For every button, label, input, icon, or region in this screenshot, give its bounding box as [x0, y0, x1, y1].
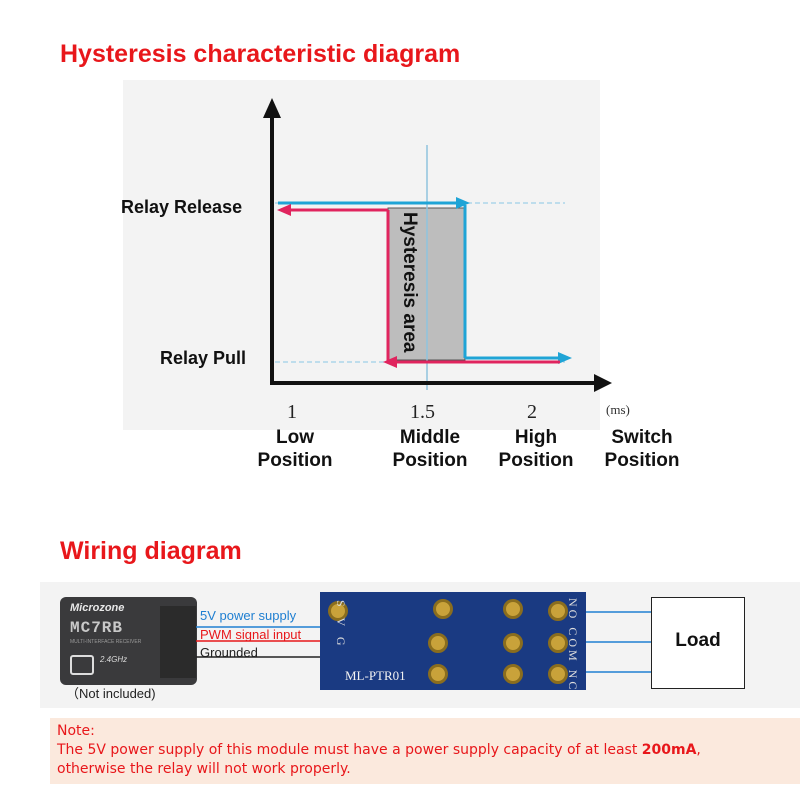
module-pad: [503, 633, 523, 653]
tick-label-1-5: 1.5: [410, 401, 435, 423]
module-pad: [548, 633, 568, 653]
receiver-model: MC7RB: [70, 619, 124, 637]
wire-label-5v: 5V power supply: [200, 608, 297, 623]
receiver-band: 2.4GHz: [100, 655, 128, 664]
module-pad: [428, 633, 448, 653]
module-pad: [328, 601, 348, 621]
module-right-pin-labels: NO COM NC: [566, 598, 580, 693]
relay-release-label: Relay Release: [121, 197, 242, 217]
hysteresis-heading: Hysteresis characteristic diagram: [60, 40, 461, 68]
power-note: Note: The 5V power supply of this module…: [57, 722, 797, 779]
receiver-badge-icon: [70, 655, 94, 675]
release-arrow-right: [456, 197, 470, 209]
unit-label: (ms): [606, 402, 630, 417]
module-left-pin-labels: S V G: [334, 600, 348, 650]
module-pad: [503, 664, 523, 684]
receiver-not-included-note: （Not included): [66, 686, 156, 701]
pull-arrow-end: [277, 204, 291, 216]
tick-label-1: 1: [287, 401, 297, 423]
receiver-pin-header: [160, 606, 196, 678]
receiver-brand: Microzone: [70, 602, 125, 614]
module-pad: [548, 601, 568, 621]
chart-background: [123, 80, 600, 430]
relay-pull-label: Relay Pull: [160, 348, 246, 368]
load-label: Load: [675, 630, 721, 651]
wire-label-pwm: PWM signal input: [200, 627, 302, 642]
y-axis-arrow: [263, 98, 281, 118]
wire-label-ground: Grounded: [200, 645, 258, 660]
module-pad: [548, 664, 568, 684]
load-box: Load: [651, 597, 745, 689]
note-line-2: otherwise the relay will not work proper…: [57, 761, 351, 777]
note-title: Note:: [57, 723, 95, 739]
relay-module: [320, 592, 586, 690]
tick-label-2: 2: [527, 401, 537, 423]
module-name: ML-PTR01: [345, 668, 406, 683]
module-pad: [428, 664, 448, 684]
hysteresis-diagram: Relay Release Relay Pull Hysteresis area…: [121, 80, 630, 430]
x-axis-arrow: [594, 374, 612, 392]
release-arrow-end: [558, 352, 572, 364]
note-background: [50, 718, 800, 784]
note-line-1: The 5V power supply of this module must …: [57, 742, 701, 758]
module-pad: [433, 599, 453, 619]
module-pad: [503, 599, 523, 619]
hysteresis-area-label: Hysteresis area: [399, 212, 420, 353]
receiver-subtext: MULTI-INTERFACE RECEIVER: [70, 639, 142, 645]
pull-arrow-left: [383, 356, 397, 368]
wiring-heading: Wiring diagram: [60, 537, 242, 565]
note-current-value: 200mA: [641, 742, 697, 758]
